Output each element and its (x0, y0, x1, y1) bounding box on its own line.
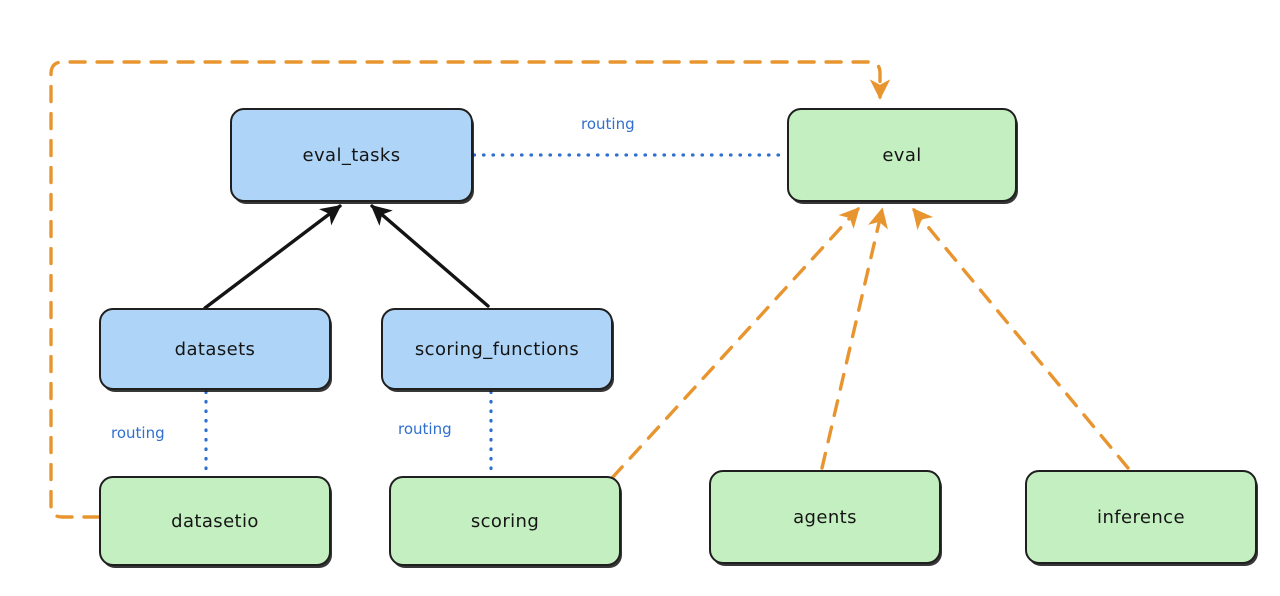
edge-inference-eval (912, 207, 1130, 470)
edge-label-routing-eval-tasks: routing (578, 115, 638, 133)
node-label-datasets: datasets (174, 338, 256, 360)
node-eval-tasks[interactable]: eval_tasks (230, 108, 473, 202)
edge-scoring-eval (610, 206, 860, 480)
node-label-agents: agents (793, 506, 857, 528)
edge-scoring_functions-eval_tasks (370, 204, 490, 308)
edge-label-routing-scoring-functions: routing (395, 420, 455, 438)
node-label-scoring-functions: scoring_functions (414, 338, 580, 360)
edge-datasetio-eval (49, 60, 891, 519)
node-datasets[interactable]: datasets (99, 308, 331, 390)
node-label-eval: eval (882, 144, 922, 166)
node-label-inference: inference (1097, 506, 1185, 528)
node-scoring[interactable]: scoring (389, 476, 621, 566)
edge-datasets-eval_tasks (203, 204, 342, 310)
node-agents[interactable]: agents (709, 470, 941, 564)
edge-agents-eval (820, 207, 888, 470)
node-label-scoring: scoring (470, 510, 540, 532)
edge-label-routing-datasets: routing (108, 424, 168, 442)
node-eval[interactable]: eval (787, 108, 1017, 202)
node-datasetio[interactable]: datasetio (99, 476, 331, 566)
node-inference[interactable]: inference (1025, 470, 1257, 564)
node-label-eval-tasks: eval_tasks (302, 144, 401, 166)
node-scoring-functions[interactable]: scoring_functions (381, 308, 613, 390)
node-label-datasetio: datasetio (171, 510, 259, 532)
